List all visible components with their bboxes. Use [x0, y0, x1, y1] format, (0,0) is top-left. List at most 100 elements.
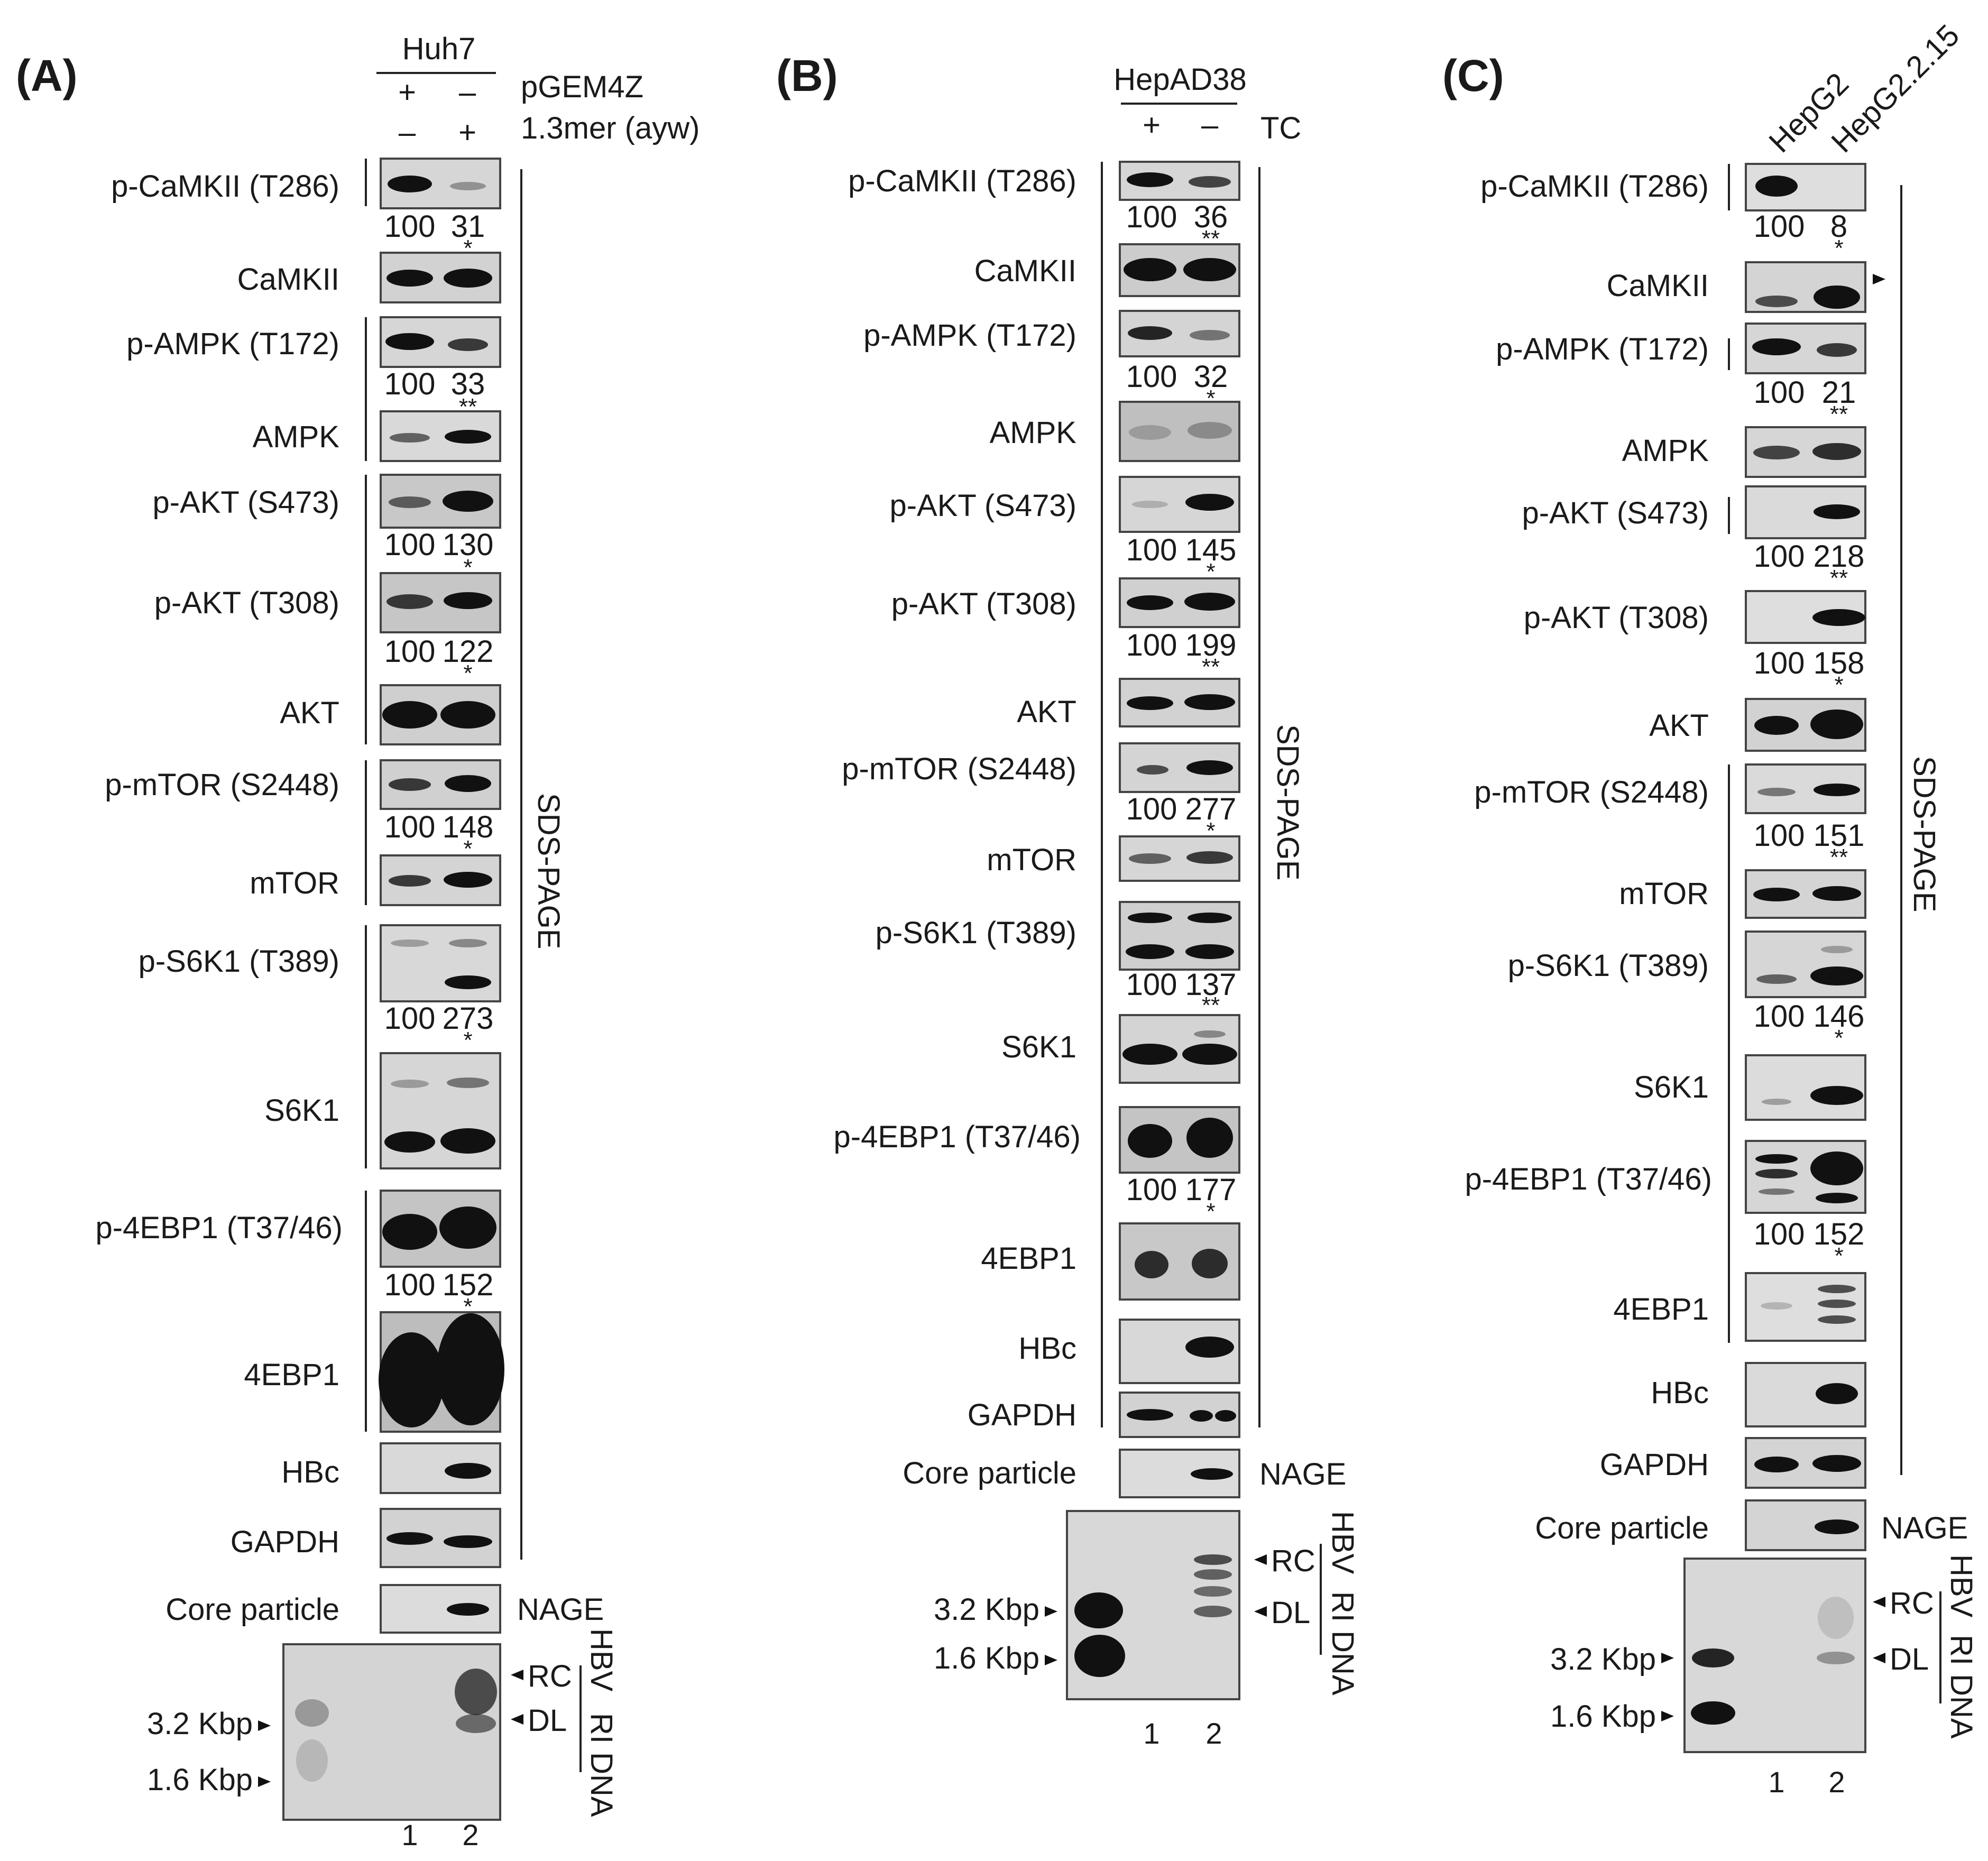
lane-number: 2: [462, 1818, 478, 1851]
blot-row: p-S6K1 (T389) 100 137 **: [876, 901, 1240, 1018]
quant-value: 100: [1126, 360, 1177, 394]
band: [379, 1332, 444, 1427]
significance-mark: **: [1202, 992, 1220, 1018]
blot-row: 4EBP1: [244, 1311, 504, 1433]
blot-image: [380, 924, 501, 1002]
panel-b: (B) HepAD38 + – TC p-CaMKII (T286) 100 3…: [776, 51, 1360, 1750]
band: [447, 1603, 489, 1616]
band: [1818, 1285, 1856, 1293]
blot-row: AKT: [280, 684, 501, 745]
band: [1691, 1701, 1735, 1725]
band: [1137, 765, 1168, 775]
blot-label: HBc: [1018, 1331, 1076, 1366]
band: [1818, 1315, 1856, 1324]
quant-value: 100: [1754, 646, 1805, 680]
band: [386, 1532, 433, 1545]
blot-row: CaMKII: [237, 252, 501, 303]
band: [455, 1669, 497, 1715]
band: [1818, 1300, 1856, 1308]
blot-label: CaMKII: [237, 262, 339, 297]
blot-label: p-AMPK (T172): [1496, 332, 1709, 366]
band: [390, 433, 430, 443]
blot-label: p-AKT (S473): [889, 489, 1076, 523]
blot-label: p-mTOR (S2448): [1474, 775, 1709, 809]
quant-value: 32: [1194, 360, 1228, 394]
blot-row: S6K1: [264, 1052, 501, 1169]
band: [1761, 1302, 1792, 1310]
blot-row: p-CaMKII (T286) 100 36 **: [848, 161, 1240, 252]
blot-label: mTOR: [1619, 877, 1709, 911]
blot-row: p-AKT (T308) 100 158 *: [1524, 590, 1866, 698]
blot-row: GAPDH: [231, 1508, 501, 1568]
quant-value: 100: [384, 1268, 436, 1302]
band-arrow: [511, 1714, 523, 1725]
treatment-sign: +: [1143, 108, 1161, 142]
quant-value: 100: [1126, 792, 1177, 826]
lane-number: 1: [1143, 1717, 1159, 1750]
blot-label: p-AKT (S473): [152, 485, 339, 520]
band: [456, 1714, 496, 1733]
quant-value: 146: [1814, 999, 1865, 1034]
band: [1756, 974, 1797, 984]
blot-label: mTOR: [987, 843, 1076, 877]
band: [1194, 1030, 1226, 1038]
southern-label: HBV: [1944, 1554, 1978, 1618]
band: [1821, 946, 1853, 953]
band: [445, 975, 491, 989]
band: [1753, 888, 1800, 901]
band: [1190, 1410, 1213, 1422]
treatment-sign: –: [399, 115, 416, 150]
band: [1814, 784, 1860, 796]
quant-value: 100: [1126, 1173, 1177, 1207]
blot-label: AKT: [1649, 708, 1709, 743]
band: [1186, 851, 1233, 864]
band: [440, 1128, 495, 1154]
sds-page-label: SDS-PAGE: [1907, 756, 1941, 912]
blot-row: p-mTOR (S2448) 100 148 *: [105, 759, 501, 862]
size-marker: 3.2 Kbp: [1550, 1642, 1656, 1676]
blot-label: GAPDH: [231, 1525, 339, 1559]
quant-value: 100: [1126, 200, 1177, 234]
quant-value: 100: [384, 367, 436, 401]
band: [1810, 966, 1863, 985]
blot-image: [1119, 901, 1240, 971]
panel-label: (C): [1442, 51, 1504, 100]
quant-value: 137: [1185, 968, 1237, 1002]
blot-row: 4EBP1: [981, 1222, 1240, 1301]
blot-row: p-AMPK (T172) 100 33 **: [126, 316, 501, 420]
band: [1810, 710, 1863, 739]
treatment-label: 1.3mer (ayw): [521, 111, 700, 145]
southern-label: HBV: [1326, 1511, 1360, 1574]
southern-blot: 3.2 Kbp 1.6 Kbp RC DL HBV RI DNA 1 2: [147, 1628, 619, 1851]
size-marker: 1.6 Kbp: [1550, 1699, 1656, 1734]
band: [1128, 913, 1172, 923]
blot-label: p-S6K1 (T389): [876, 916, 1076, 950]
band: [1812, 886, 1861, 901]
significance-mark: **: [1202, 654, 1220, 680]
blot-label: Core particle: [903, 1456, 1076, 1490]
band-label: DL: [1271, 1596, 1310, 1630]
quant-value: 31: [451, 209, 485, 244]
panel-a: (A) Huh7 + – pGEM4Z – + 1.3mer (ayw) p-C…: [16, 32, 700, 1851]
band: [1755, 296, 1798, 307]
blot-label: p-AMPK (T172): [126, 327, 339, 361]
blot-label: CaMKII: [1607, 269, 1709, 303]
blot-row: mTOR: [987, 835, 1240, 882]
band-arrow: [1254, 1554, 1267, 1565]
blot-row: HBc: [1018, 1319, 1240, 1384]
blot-row: GAPDH: [968, 1392, 1240, 1438]
blot-label: HBc: [1651, 1376, 1709, 1410]
band: [1814, 504, 1860, 519]
blot-label: S6K1: [1001, 1030, 1076, 1064]
quant-value: 151: [1814, 818, 1865, 853]
blot-label: GAPDH: [968, 1398, 1076, 1432]
band: [389, 778, 431, 791]
band: [389, 875, 431, 887]
blot-label: p-AKT (T308): [891, 587, 1076, 621]
blot-row: HBc: [1651, 1362, 1866, 1427]
blot-label: CaMKII: [974, 254, 1076, 288]
quant-value: 218: [1814, 539, 1865, 574]
band: [1812, 609, 1865, 626]
blot-row: p-AMPK (T172) 100 21 **: [1496, 323, 1866, 427]
band: [1755, 176, 1798, 197]
